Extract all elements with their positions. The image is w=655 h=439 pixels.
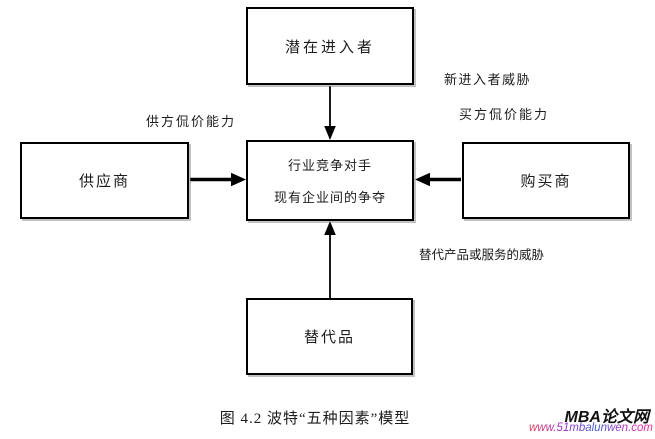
industry-rivals-title: 行业竞争对手 (287, 158, 372, 173)
box-industry-rivals: 行业竞争对手 现有企业间的争夺 (246, 140, 414, 221)
box-buyers: 购买商 (462, 142, 630, 219)
suppliers-label: 供应商 (78, 174, 130, 190)
watermark-site-url: www.51mbalunwen.com (528, 422, 653, 434)
box-potential-entrants: 潜在进入者 (246, 7, 414, 85)
figure-caption: 图 4.2 波特“五种因素”模型 (219, 411, 411, 427)
substitute-threat-label: 替代产品或服务的威胁 (419, 248, 545, 262)
substitutes-label: 替代品 (303, 330, 355, 346)
buyers-label: 购买商 (520, 174, 572, 190)
arrow-buyers-to-center (415, 172, 461, 187)
box-substitutes: 替代品 (246, 298, 413, 375)
supplier-bargaining-power-label: 供方侃价能力 (146, 114, 237, 129)
arrow-suppliers-to-center (190, 172, 246, 187)
industry-rivals-subtitle: 现有企业间的争夺 (273, 190, 386, 205)
potential-entrants-label: 潜在进入者 (284, 39, 375, 56)
watermark-site-name: MBA论文网 (564, 409, 649, 426)
arrow-entrants-to-center (324, 86, 336, 140)
new-entrant-threat-label: 新进入者威胁 (444, 72, 532, 87)
arrow-substitutes-to-center (324, 221, 336, 299)
buyer-bargaining-power-label: 买方侃价能力 (459, 107, 550, 122)
box-suppliers: 供应商 (20, 142, 189, 219)
